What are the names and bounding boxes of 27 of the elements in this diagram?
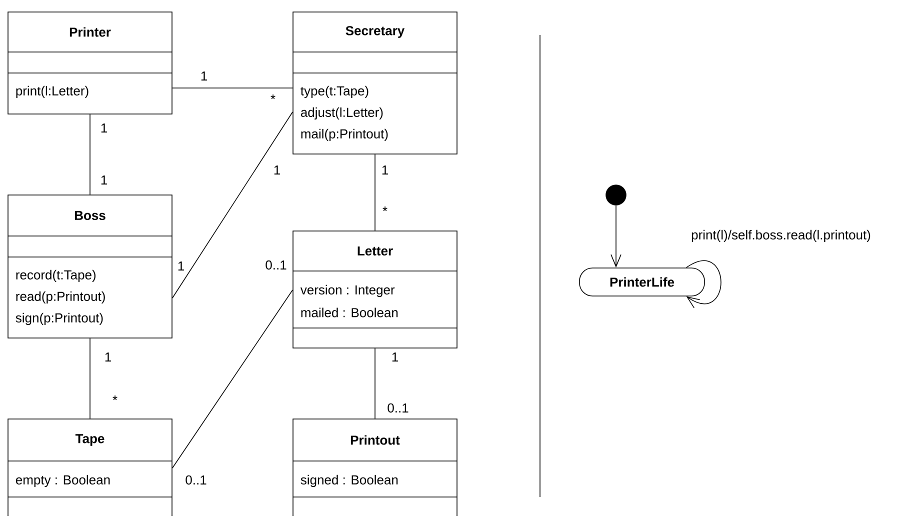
uml-class-box: Printout signed : Boolean (292, 418, 458, 516)
uml-class-box: Secretary type(t:Tape) adjust(l:Letter) mail(p:Printout) (292, 12, 458, 154)
multiplicity-label: 0..1 (388, 403, 408, 413)
association-line (374, 154, 376, 231)
multiplicity-label: 1 (274, 166, 280, 174)
association-line (172, 290, 293, 468)
uml-class-box: Boss record(t:Tape) read(p:Printout) sign(p:Printout) (8, 194, 172, 338)
uml-class-box: Printer print(l:Letter) (8, 12, 172, 114)
transition-label: print(l)/self.boss.read(l.printout) (692, 230, 870, 242)
state-box: PrinterLife (579, 268, 705, 296)
multiplicity-label: * (382, 206, 388, 212)
initial-state-dot (606, 184, 626, 206)
multiplicity-label: 1 (201, 72, 207, 80)
multiplicity-label: * (112, 396, 118, 400)
multiplicity-label: 0..1 (186, 475, 206, 485)
association-line (374, 348, 376, 419)
multiplicity-label: 1 (101, 176, 107, 184)
uml-class-box: Tape empty : Boolean (8, 418, 172, 516)
uml-class-box: Letter version : Integer mailed : Boolean (292, 230, 458, 348)
multiplicity-label: * (270, 94, 276, 100)
association-line (172, 112, 293, 298)
multiplicity-label: 1 (178, 262, 184, 270)
transition-arrow (686, 260, 722, 308)
transition-arrow (610, 204, 622, 268)
multiplicity-label: 1 (101, 124, 107, 132)
multiplicity-label: 1 (382, 166, 388, 174)
multiplicity-label: 1 (105, 352, 111, 362)
